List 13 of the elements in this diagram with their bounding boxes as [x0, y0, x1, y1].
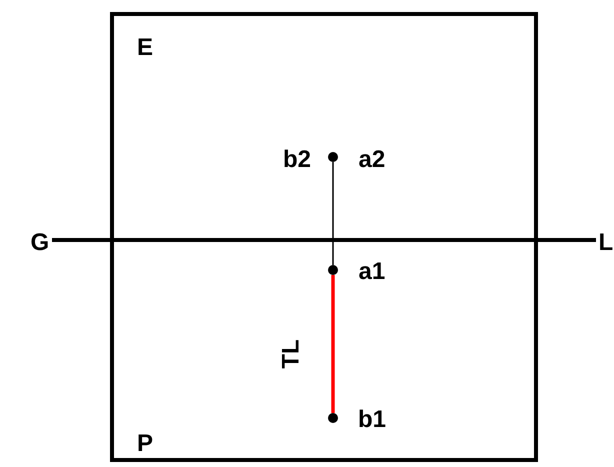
- point-label: b2: [283, 148, 312, 172]
- connector-line: [332, 162, 334, 265]
- point-label: a1: [358, 260, 386, 284]
- view-label: L: [598, 231, 614, 255]
- point-dot: [328, 152, 338, 162]
- view-label: E: [137, 36, 154, 60]
- point-dot: [328, 265, 338, 275]
- point-label: a2: [358, 148, 386, 172]
- view-label: G: [30, 231, 50, 255]
- point-label: b1: [358, 408, 386, 432]
- view-label: P: [137, 432, 154, 456]
- connector-line: [331, 275, 335, 413]
- point-dot: [328, 413, 338, 423]
